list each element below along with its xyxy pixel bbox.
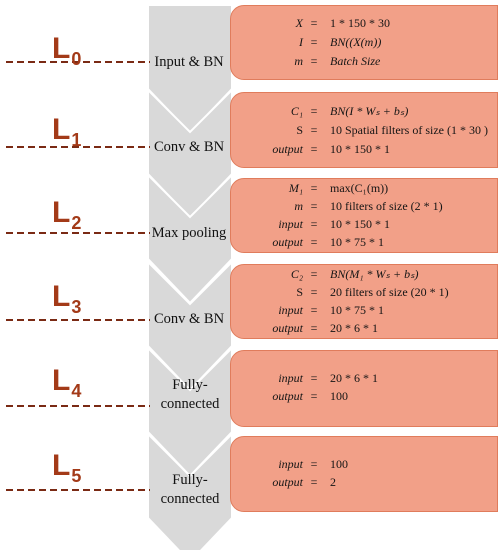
layer-label-1: L1 (52, 113, 82, 150)
equation-row: output=10 * 75 * 1 (272, 235, 384, 249)
layer-label-2: L2 (52, 196, 82, 233)
chevron-3 (147, 259, 233, 392)
layer-panel-2: M₁=max(C₁(m)) m=10 filters of size (2 * … (230, 178, 498, 253)
equation-row: output=10 * 150 * 1 (272, 142, 390, 156)
chevron-5 (147, 431, 233, 550)
stage-name-conv-bn-2: Conv & BN (153, 311, 225, 327)
equation-row: output=20 * 6 * 1 (272, 321, 378, 335)
equation-row: input=20 * 6 * 1 (278, 371, 378, 385)
dashed-separators (6, 61, 150, 491)
chevron-2 (147, 172, 233, 305)
layer-panel-4: input=20 * 6 * 1 output=100 (230, 350, 498, 427)
layer-panel-3: C₂=BN(M₁ * Wₛ + bₛ) S=20 filters of size… (230, 264, 498, 339)
equation-row: input=10 * 150 * 1 (278, 217, 390, 231)
stage-name-fully-connected-1: Fully-connected (160, 377, 220, 412)
chevron-stack (147, 4, 233, 550)
equation-row: output=2 (272, 475, 336, 489)
equation-row: m=Batch Size (294, 54, 381, 68)
layer-label-3: L3 (52, 280, 82, 317)
stage-name-conv-bn-1: Conv & BN (153, 139, 225, 155)
layer-label-5: L5 (52, 449, 82, 486)
equation-row: C₂=BN(M₁ * Wₛ + bₛ) (290, 267, 419, 281)
layer-panel-1: C₁=BN(I * Wₛ + bₛ) S=10 Spatial filters … (230, 92, 498, 168)
equation-row: input=100 (278, 457, 348, 471)
layer-panel-5: input=100 output=2 (230, 436, 498, 512)
equation-row: output=100 (272, 389, 348, 403)
equation-row: X=1 * 150 * 30 (295, 16, 390, 30)
equation-row: S=20 filters of size (20 * 1) (296, 285, 449, 299)
layer-label-4: L4 (52, 364, 82, 401)
equation-row: C₁=BN(I * Wₛ + bₛ) (290, 104, 409, 118)
equation-row: S=10 Spatial filters of size (1 * 30 ) (296, 123, 488, 137)
equation-row: input=10 * 75 * 1 (278, 303, 384, 317)
layer-label-0: L0 (52, 32, 82, 69)
equation-row: m=10 filters of size (2 * 1) (294, 199, 443, 213)
stage-name-input-bn: Input & BN (154, 54, 224, 70)
stage-name-max-pooling: Max pooling (151, 225, 227, 241)
chevron-4 (147, 345, 233, 478)
equation-row: M₁=max(C₁(m)) (288, 181, 389, 195)
layer-panel-0: X=1 * 150 * 30 I=BN((X(m)) m=Batch Size (230, 5, 498, 80)
equation-row: I=BN((X(m)) (299, 35, 382, 49)
stage-name-fully-connected-2: Fully-connected (160, 472, 220, 507)
